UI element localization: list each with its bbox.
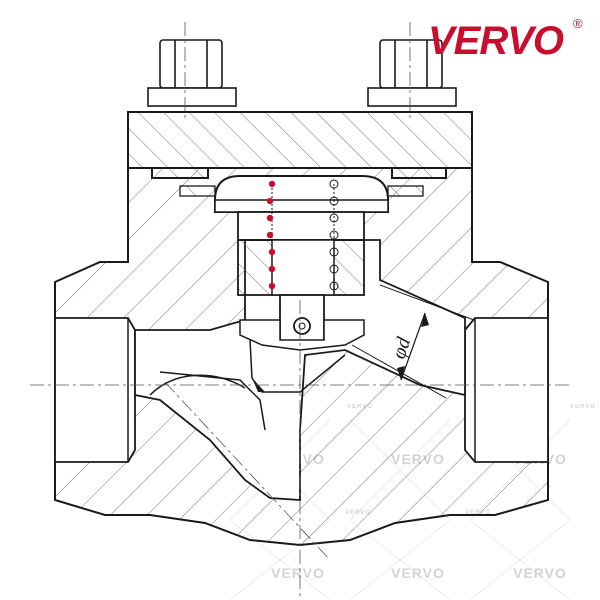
watermark-text-small: VERVO	[570, 404, 596, 410]
bolt-left	[147, 39, 237, 107]
bolt-right	[367, 39, 457, 107]
piston-disc	[237, 211, 365, 393]
watermark-text: VERVO	[391, 565, 445, 581]
registered-mark: ®	[573, 16, 583, 31]
inlet-port	[54, 317, 136, 463]
spring-markers	[266, 180, 276, 290]
watermark-text: VERVO	[513, 565, 567, 581]
vervo-logo: VERVO ®	[428, 16, 583, 63]
watermark-text: VERVO	[271, 565, 325, 581]
logo-text: VERVO	[428, 19, 564, 63]
outlet-port	[464, 317, 549, 463]
centerlines	[30, 22, 570, 600]
disc-cap	[179, 175, 424, 213]
